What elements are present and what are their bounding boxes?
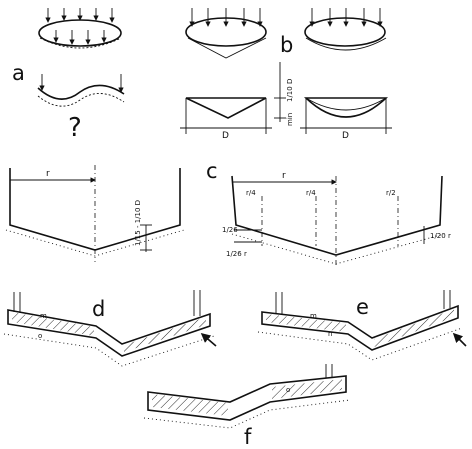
dimension-r4-b: r/4	[306, 189, 316, 197]
layer-label-e-m: m	[310, 312, 317, 320]
layer-label-f-o: o	[286, 386, 290, 394]
v-slab-section	[185, 97, 267, 119]
load-arrows-b	[189, 8, 383, 27]
dimension-r-c: r	[282, 171, 286, 181]
dimension-D-right: D	[342, 131, 349, 141]
deformed-slab-a	[37, 84, 125, 100]
dimension-D-left: D	[222, 131, 229, 141]
dimension-fraction-left: 1/15 - 1/10 D	[134, 200, 142, 246]
foundation-ellipse-b1	[185, 17, 267, 47]
dimension-r4-a: r/4	[246, 189, 256, 197]
layer-label-d-o: o	[38, 332, 42, 340]
dimension-1-26-r: 1/26 r	[226, 250, 247, 258]
panel-f: o f	[143, 364, 351, 449]
dimension-r2: r/2	[386, 189, 396, 197]
layer-label-e-n: n	[328, 330, 332, 338]
slab-section-d	[7, 309, 211, 357]
curved-slab-section	[303, 97, 389, 118]
panel-a: a ?	[12, 8, 125, 143]
panel-label-d: d	[92, 297, 105, 321]
slab-section-f	[147, 375, 347, 421]
dimension-1-26: 1/26	[222, 226, 238, 234]
dimension-1-20-r: 1/20 r	[430, 232, 451, 240]
question-mark: ?	[68, 113, 82, 143]
panel-label-b: b	[280, 33, 293, 57]
dimension-fraction-b: 1/10 D	[286, 79, 294, 102]
panel-d: m o d	[3, 290, 217, 367]
slab-section-e	[261, 304, 459, 351]
foundation-ellipse-a	[38, 19, 122, 47]
dimension-min-b: min	[286, 113, 294, 126]
panel-label-e: e	[356, 295, 369, 319]
panel-label-c: c	[206, 159, 218, 183]
foundation-ellipse-b2	[304, 17, 386, 47]
dimension-r-left: r	[46, 169, 50, 179]
panel-b: b D 1/10 D min D	[180, 8, 392, 141]
layer-label-d-m: m	[40, 312, 47, 320]
load-arrows-a	[45, 8, 115, 45]
panel-label-a: a	[12, 61, 25, 85]
foundation-profile-right	[231, 175, 443, 256]
panel-e: m n e	[257, 290, 467, 361]
panel-label-f: f	[244, 425, 252, 449]
panel-c: r 1/15 - 1/10 D c r r/4 r/4 r/2 1/26 1/2…	[5, 159, 451, 268]
